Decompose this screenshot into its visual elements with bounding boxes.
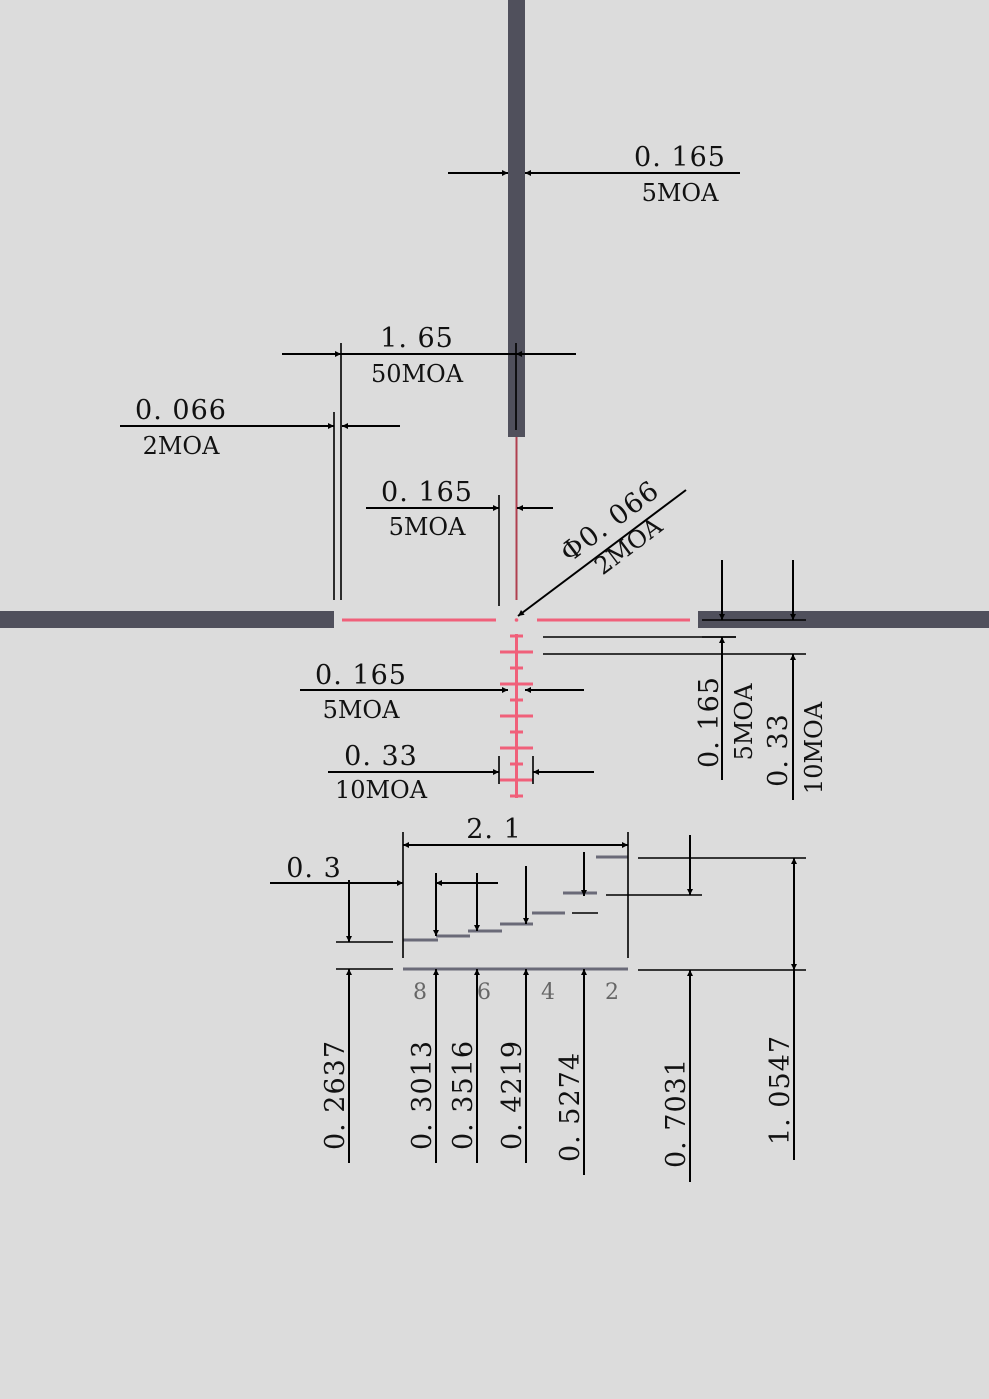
bdc-ladder: 8 6 4 2	[403, 855, 628, 1005]
dim-center-gap-unit: 5MOA	[389, 513, 467, 541]
bdc-label: 2	[605, 980, 619, 1005]
bdc-height-label: 1. 0547	[765, 1035, 796, 1145]
dim-post-width-value: 0. 165	[634, 142, 726, 173]
dim-hash-spacing: 0. 165 5MOA	[300, 660, 584, 724]
dim-center-dot: Φ0. 066 2MOA	[517, 475, 687, 617]
bdc-label: 4	[541, 980, 555, 1005]
dim-hash-width-value: 0. 33	[344, 741, 418, 772]
dim-line-width: 0. 066 2MOA	[120, 395, 400, 600]
dim-line-width-unit: 2MOA	[143, 432, 221, 460]
right-post	[698, 611, 989, 628]
dim-right-offsets: 0. 165 5MOA 0. 33 10MOA	[543, 560, 828, 800]
bdc-height-label: 0. 5274	[555, 1052, 586, 1162]
dim-post-width: 0. 165 5MOA	[448, 142, 740, 207]
dim-hash-spacing-unit: 5MOA	[323, 696, 401, 724]
bdc-height-label: 0. 2637	[320, 1040, 351, 1150]
center-dot	[514, 618, 519, 622]
dim-gap-span: 1. 65 50MOA	[282, 323, 576, 600]
dim-hash-width-unit: 10MOA	[335, 776, 428, 804]
dim-right-b-value: 0. 33	[763, 713, 794, 787]
left-post	[0, 611, 334, 628]
dim-right-a-value: 0. 165	[694, 676, 725, 768]
bdc-height-label: 0. 4219	[497, 1040, 528, 1150]
dim-right-a-unit: 5MOA	[730, 683, 758, 761]
dim-hash-spacing-value: 0. 165	[315, 660, 407, 691]
dim-bdc-width-value: 2. 1	[466, 814, 522, 845]
dim-gap-span-unit: 50MOA	[371, 360, 464, 388]
dim-center-gap-value: 0. 165	[381, 477, 473, 508]
bdc-label: 8	[413, 980, 427, 1005]
bdc-label: 6	[477, 980, 491, 1005]
dim-bdc-heights: 0. 2637 0. 3013 0. 3516 0. 4219 0. 5274 …	[320, 835, 806, 1182]
dim-gap-span-value: 1. 65	[380, 323, 454, 354]
top-post	[508, 0, 525, 437]
dim-bdc-step-value: 0. 3	[286, 853, 342, 884]
bdc-height-label: 0. 3516	[448, 1040, 479, 1150]
dim-center-gap: 0. 165 5MOA	[366, 477, 553, 606]
dim-post-width-unit: 5MOA	[642, 179, 720, 207]
dim-bdc-step: 0. 3	[270, 853, 498, 886]
hash-marks	[500, 634, 533, 798]
dim-right-b-unit: 10MOA	[800, 701, 828, 794]
dim-line-width-value: 0. 066	[135, 395, 227, 426]
bdc-height-label: 0. 3013	[407, 1040, 438, 1150]
dim-hash-width: 0. 33 10MOA	[328, 741, 594, 804]
reticle-posts	[0, 0, 989, 628]
bdc-height-label: 0. 7031	[661, 1058, 692, 1168]
